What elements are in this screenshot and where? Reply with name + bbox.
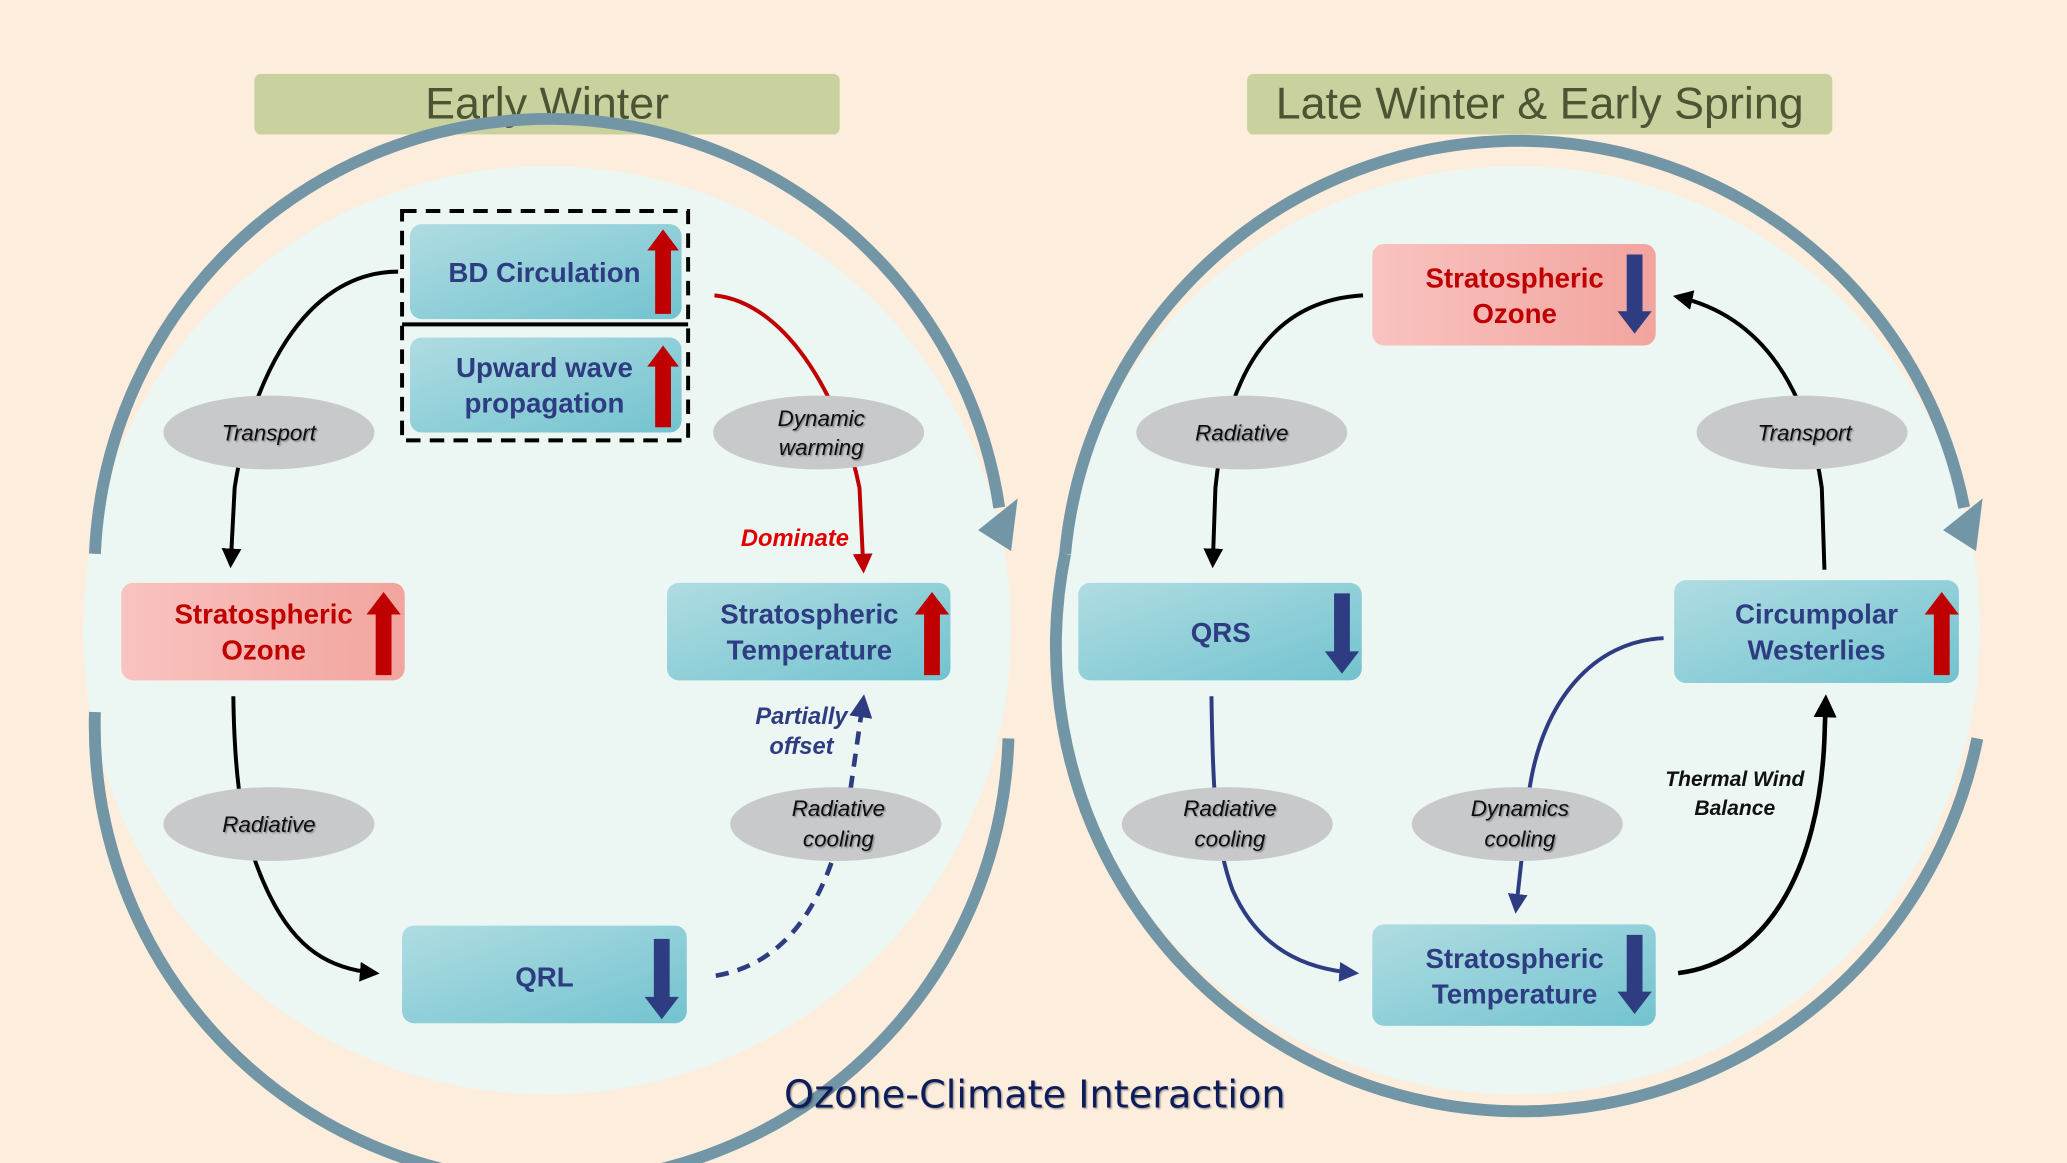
- box-circumpolar-westerlies[interactable]: Circumpolar Westerlies: [1674, 580, 1959, 684]
- radiative-cooling-arrow: [1209, 696, 1360, 982]
- svg-text:Radiative: Radiative: [222, 812, 315, 837]
- box-qrl[interactable]: QRL: [402, 925, 687, 1024]
- note-partially-offset-1: Partially: [755, 704, 849, 730]
- decrease-arrow-icon: [1617, 254, 1652, 334]
- svg-text:Transport: Transport: [222, 420, 317, 445]
- svg-text:Radiative: Radiative: [792, 796, 885, 821]
- svg-text:BD Circulation: BD Circulation: [448, 257, 640, 288]
- oval-transport: Transport: [1696, 395, 1908, 470]
- increase-arrow-icon: [1924, 592, 1959, 676]
- increase-arrow-icon: [366, 592, 401, 676]
- box-stratospheric-temperature[interactable]: Stratospheric Temperature: [667, 582, 951, 681]
- cycle-circle: [1051, 166, 1980, 1095]
- note-thermal-wind-balance-2: Balance: [1694, 797, 1775, 820]
- box-stratospheric-temperature[interactable]: Stratospheric Temperature: [1372, 924, 1656, 1026]
- svg-text:Stratospheric: Stratospheric: [720, 599, 898, 630]
- oval-dynamics-cooling: Dynamics cooling: [1411, 787, 1623, 862]
- cycle-arrowhead-icon: [1943, 498, 1983, 552]
- decrease-arrow-icon: [1324, 593, 1360, 674]
- svg-text:Circumpolar: Circumpolar: [1735, 599, 1898, 630]
- oval-radiative: Radiative: [1136, 395, 1348, 470]
- oval-dynamic-warming: Dynamic warming: [713, 395, 925, 470]
- oval-radiative-cooling: Radiative cooling: [1121, 787, 1333, 862]
- decrease-arrow-icon: [1617, 934, 1652, 1014]
- svg-text:Stratospheric: Stratospheric: [1425, 262, 1603, 293]
- oval-transport: Transport: [163, 395, 375, 470]
- diagram-title: Ozone-Climate Interaction: [784, 1074, 1286, 1118]
- oval-radiative-cooling: Radiative cooling: [730, 787, 942, 862]
- dynamics-cooling-arrow: [1507, 636, 1664, 914]
- cycle-ring-bottom: [88, 711, 1015, 1163]
- svg-text:warming: warming: [779, 435, 864, 460]
- panel-late-winter-early-spring: Late Winter & Early Spring Stratospheric…: [1049, 73, 1984, 1118]
- dynamic-warming-arrow: [714, 293, 873, 574]
- increase-arrow-icon: [914, 592, 950, 676]
- svg-text:Transport: Transport: [1758, 420, 1853, 445]
- radiative-arrow: [231, 696, 380, 982]
- box-qrs[interactable]: QRS: [1078, 582, 1362, 681]
- svg-text:Ozone: Ozone: [221, 634, 306, 665]
- svg-text:Dynamic: Dynamic: [778, 406, 865, 431]
- svg-text:cooling: cooling: [1484, 827, 1556, 852]
- svg-text:propagation: propagation: [465, 388, 625, 419]
- svg-text:Dynamics: Dynamics: [1471, 796, 1569, 821]
- oval-radiative: Radiative: [163, 787, 375, 862]
- cycle-ring-top: [1059, 134, 1970, 555]
- radiative-cooling-arrow: [715, 694, 873, 979]
- svg-text:cooling: cooling: [803, 827, 875, 852]
- increase-arrow-icon: [647, 229, 679, 314]
- svg-text:Temperature: Temperature: [1432, 978, 1598, 1009]
- box-stratospheric-ozone[interactable]: Stratospheric Ozone: [121, 582, 405, 681]
- svg-text:Radiative: Radiative: [1195, 420, 1288, 445]
- decrease-arrow-icon: [644, 938, 679, 1020]
- cycle-ring-top: [88, 112, 1006, 555]
- note-dominate: Dominate: [741, 526, 849, 552]
- note-partially-offset-2: offset: [769, 734, 834, 760]
- cycle-circle: [83, 166, 1012, 1095]
- svg-text:Stratospheric: Stratospheric: [1425, 943, 1603, 974]
- increase-arrow-icon: [647, 345, 679, 428]
- svg-text:Stratospheric: Stratospheric: [174, 599, 352, 630]
- svg-text:QRS: QRS: [1191, 617, 1251, 648]
- box-upward-wave[interactable]: Upward wave propagation: [409, 337, 682, 433]
- cycle-arrowhead-icon: [978, 498, 1018, 552]
- svg-text:QRL: QRL: [515, 961, 573, 992]
- panel-early-winter: Early Winter BD Circulation Upward wave …: [83, 73, 1018, 1163]
- box-stratospheric-ozone[interactable]: Stratospheric Ozone: [1372, 243, 1656, 346]
- note-thermal-wind-balance-1: Thermal Wind: [1665, 768, 1805, 791]
- panel-header: Late Winter & Early Spring: [1276, 79, 1804, 129]
- svg-text:Westerlies: Westerlies: [1748, 634, 1886, 665]
- svg-text:Ozone: Ozone: [1472, 298, 1557, 329]
- svg-text:cooling: cooling: [1194, 827, 1266, 852]
- box-bd-circulation[interactable]: BD Circulation: [409, 224, 682, 320]
- panel-header-bg: [1247, 73, 1833, 135]
- cycle-ring-bottom: [1049, 552, 1984, 1118]
- panel-header-bg: [254, 73, 840, 135]
- svg-text:Upward wave: Upward wave: [456, 352, 633, 383]
- svg-text:Temperature: Temperature: [727, 634, 893, 665]
- svg-text:Radiative: Radiative: [1183, 796, 1276, 821]
- thermal-wind-balance-arrow: [1677, 694, 1837, 976]
